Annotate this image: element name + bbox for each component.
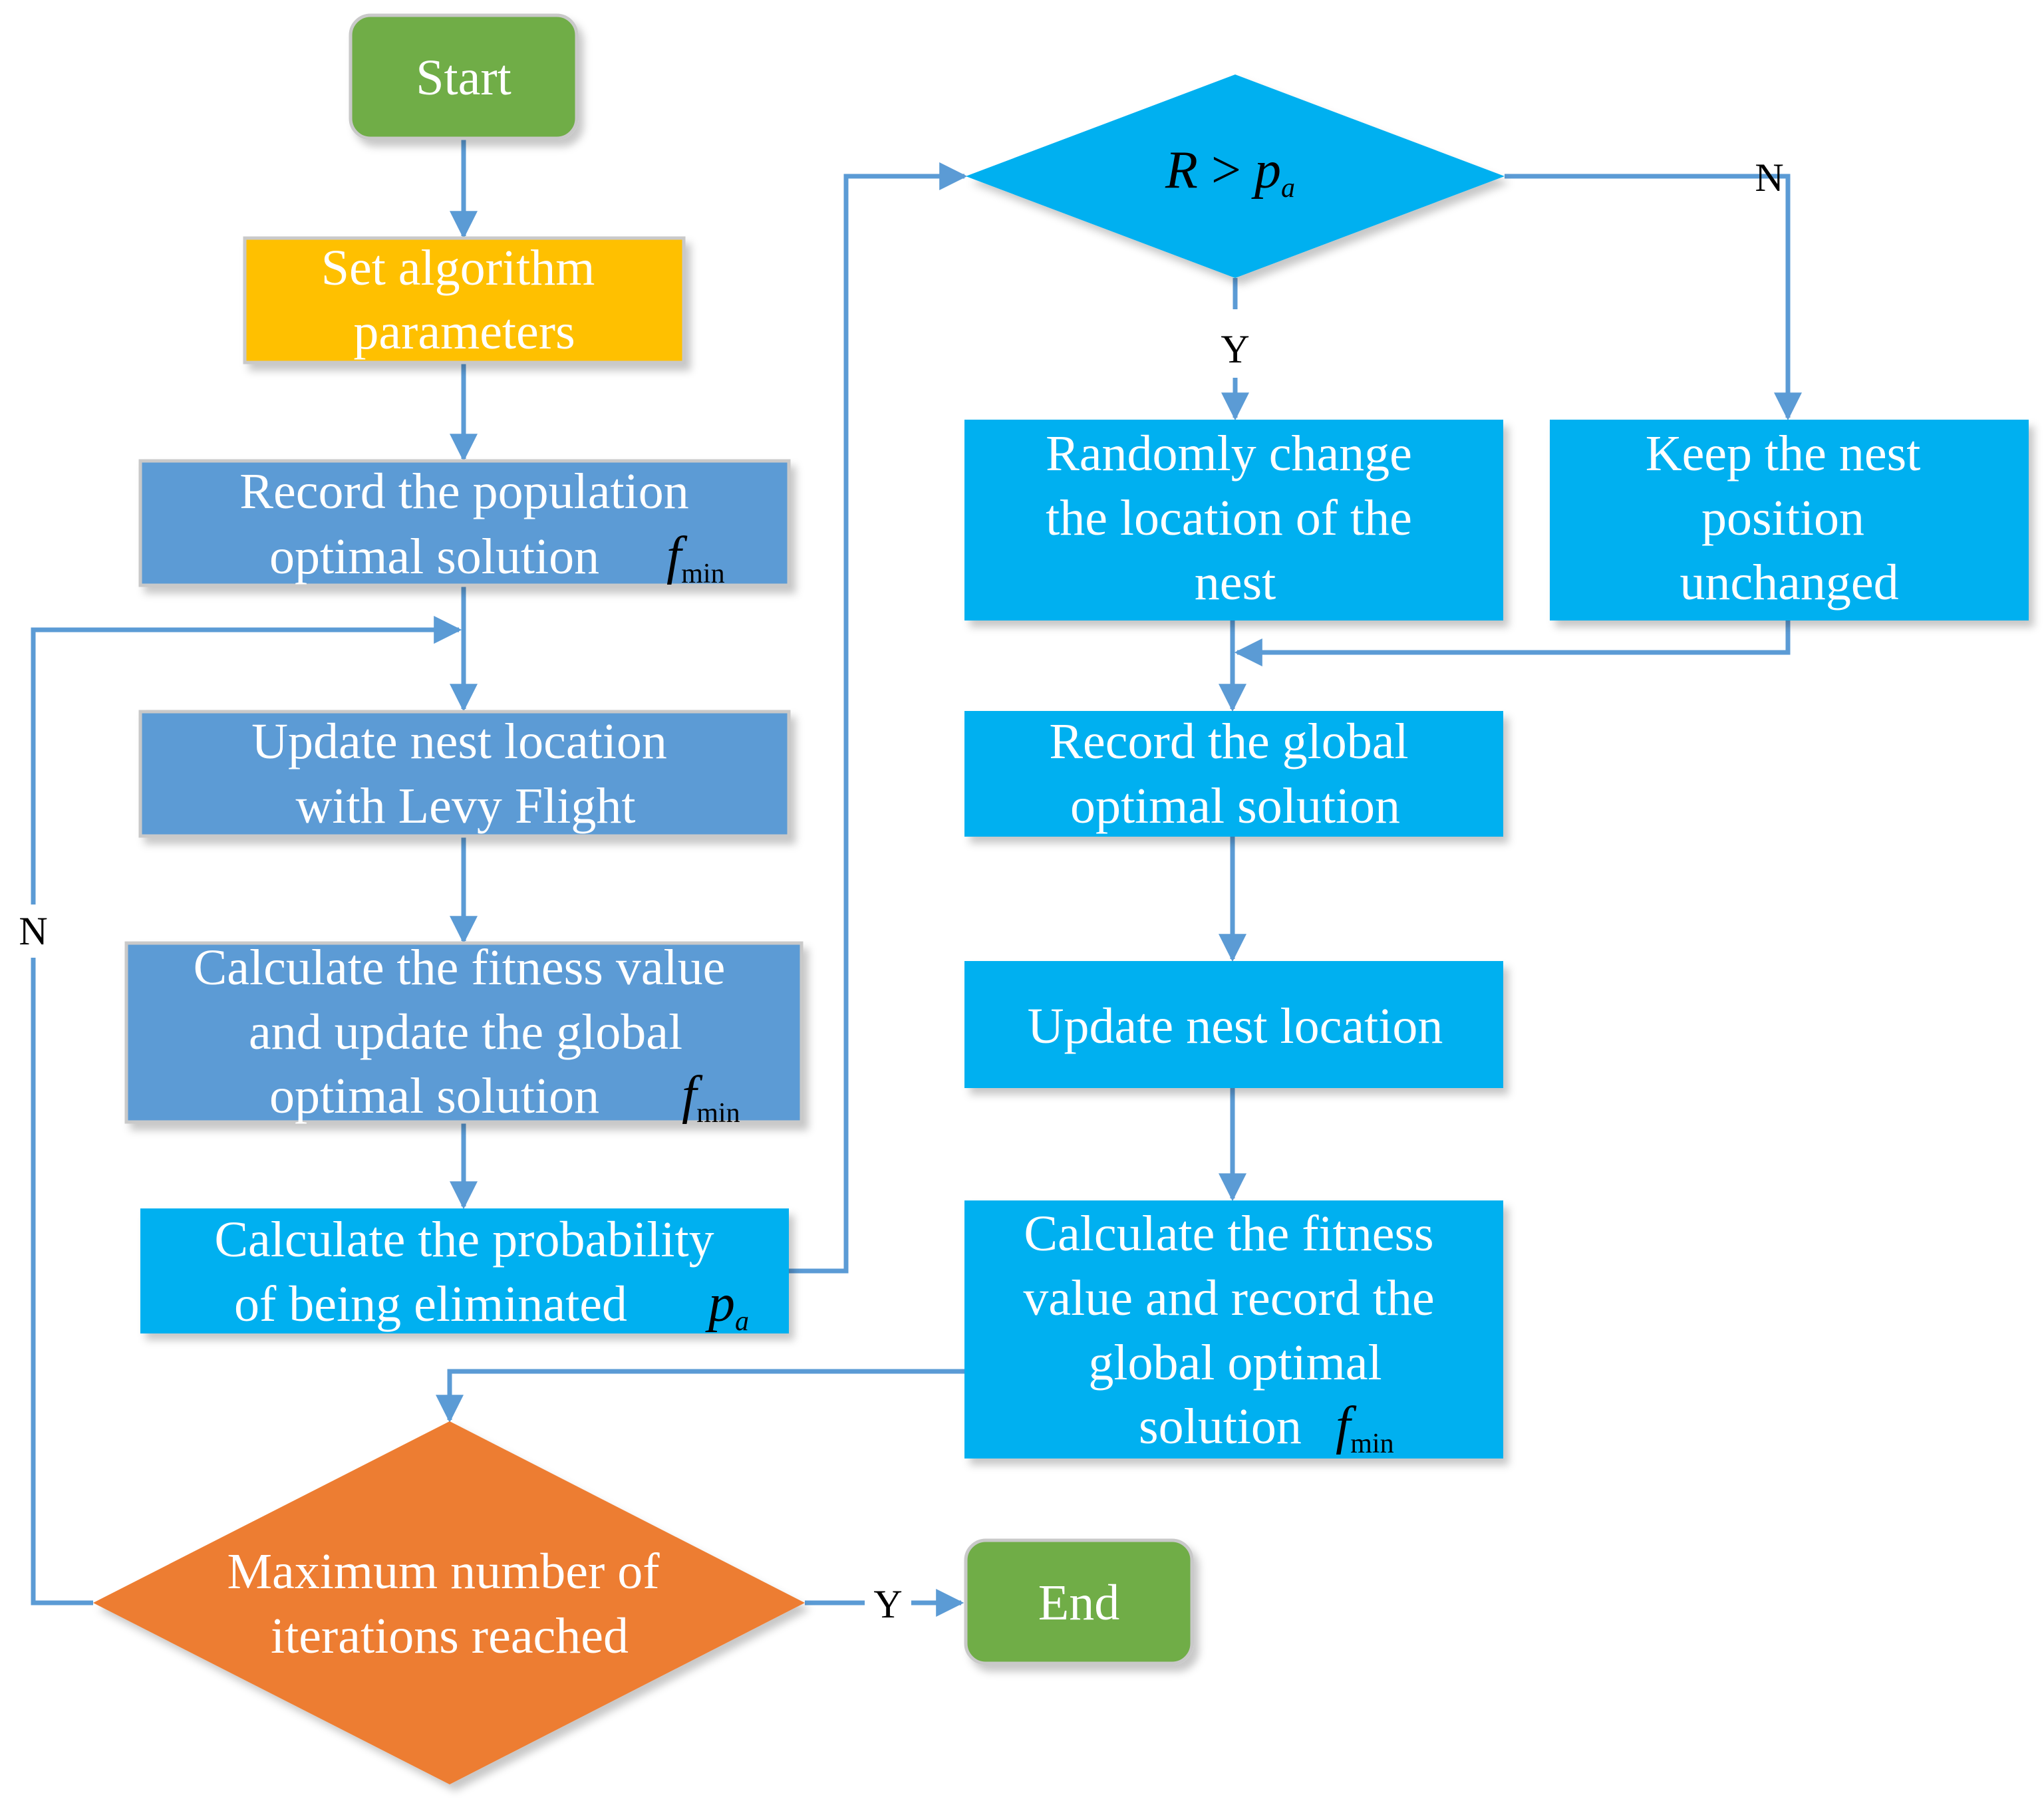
calc-probability-line-2-text: of being eliminated [234,1276,627,1332]
random-change-line-2: the location of the [1046,490,1412,546]
arrow-keep-nest-merge [1234,621,1791,666]
decision-max-yes-label: Y [873,1582,902,1626]
decision-r-sub: a [1281,173,1295,204]
record-population-line-2: optimal solution [269,529,599,585]
random-change-node: Randomly change the location of the nest [964,420,1503,621]
record-global-line-1: Record the global [1049,714,1408,769]
update-levy-line-1: Update nest location [251,714,667,769]
calc-probability-pa: pa [705,1274,749,1337]
calc-fitness-record-line-4-text: solution [1139,1399,1302,1455]
keep-nest-line-3: unchanged [1679,555,1898,611]
keep-nest-line-1: Keep the nest [1646,426,1921,482]
record-population-line-1: Record the population [239,464,688,519]
decision-max-label: Maximum number of iterations reached [227,1544,672,1664]
arrow-calc-fitness-record-to-decision-max [436,1369,964,1423]
arrow-decision-max-no-loop [31,616,462,1605]
pa-sub: a [735,1306,749,1337]
start-node: Start [349,13,579,140]
decision-max-node: Maximum number of iterations reached [93,1421,805,1784]
end-label: End [1038,1575,1119,1631]
calc-fitness-line-2: and update the global [249,1004,682,1060]
random-change-line-3: nest [1195,555,1276,611]
decision-r-p: p [1251,141,1281,200]
calc-probability-line-2: of being eliminated [234,1276,627,1332]
calc-probability-node: Calculate the probability of being elimi… [140,1208,789,1337]
record-population-fmin: fmin [666,527,725,589]
random-change-line-1: Randomly change [1046,426,1412,482]
fmin-sub: min [681,559,724,589]
calc-fitness-record-label: Calculate the fitness value and record t… [1023,1206,1447,1391]
keep-nest-label: Keep the nest position unchanged [1646,426,1934,611]
set-params-node: Set algorithm parameters [243,236,686,364]
update-levy-label: Update nest location with Levy Flight [251,714,680,834]
calc-probability-label: Calculate the probability [214,1212,714,1268]
fmin-sub: min [1350,1429,1393,1459]
arrow-decision-r-no-to-keep-nest [1505,174,1802,421]
connectors [31,140,1802,1617]
keep-nest-node: Keep the nest position unchanged [1550,420,2029,621]
calc-probability-line-1: Calculate the probability [214,1212,714,1268]
calc-fitness-record-line-4: solution [1139,1399,1302,1455]
calc-fitness-record-line-1: Calculate the fitness [1024,1206,1433,1262]
end-node: End [964,1538,1194,1665]
calc-fitness-record-line-2: value and record the [1023,1270,1434,1326]
start-label: Start [416,50,511,106]
record-population-node: Record the population optimal solution f… [138,459,791,589]
calc-fitness-line-1: Calculate the fitness value [194,940,726,996]
pa-p: p [705,1274,735,1333]
set-params-line-2: parameters [353,304,575,360]
set-params-label: Set algorithm parameters [321,240,608,360]
arrow-calc-probability-to-decision-r [789,162,968,1274]
decision-r-op: > [1198,141,1254,200]
decision-r-node: R > pa [966,74,1505,278]
calc-fitness-label: Calculate the fitness value and update t… [194,940,738,1060]
calc-fitness-line-3: optimal solution [269,1068,599,1124]
calc-fitness-record-node: Calculate the fitness value and record t… [964,1200,1503,1459]
random-change-label: Randomly change the location of the nest [1046,426,1425,611]
record-global-label: Record the global optimal solution [1049,714,1421,834]
calc-fitness-record-line-3: global optimal [1088,1335,1382,1391]
decision-max-line-2: iterations reached [271,1608,629,1664]
record-global-line-2: optimal solution [1070,778,1400,834]
decision-r-no-label: N [1755,156,1783,200]
calc-fitness-fmin: fmin [682,1066,740,1129]
update-nest-node: Update nest location [964,961,1503,1088]
keep-nest-line-2: position [1701,490,1864,546]
decision-max-line-1: Maximum number of [227,1544,660,1600]
decision-max-no-label: N [19,909,47,953]
calc-fitness-node: Calculate the fitness value and update t… [124,940,803,1129]
decision-max-no-label-bg [10,904,57,958]
update-levy-node: Update nest location with Levy Flight [138,710,791,838]
update-levy-line-2: with Levy Flight [296,778,636,834]
record-global-node: Record the global optimal solution [964,711,1503,837]
decision-r-condition: R > pa [1165,141,1295,204]
edge-labels: Y N Y N [10,156,1784,1629]
decision-r-yes-label: Y [1221,327,1249,371]
update-nest-label: Update nest location [1028,998,1443,1054]
record-population-line-2-text: optimal solution [269,529,599,585]
set-params-line-1: Set algorithm [321,240,595,296]
calc-fitness-line-3-text: optimal solution [269,1068,599,1124]
record-population-label: Record the population [239,464,688,519]
decision-r-R: R [1165,141,1198,200]
decision-max-yes-label-bg [865,1576,911,1629]
fmin-sub: min [696,1098,740,1129]
